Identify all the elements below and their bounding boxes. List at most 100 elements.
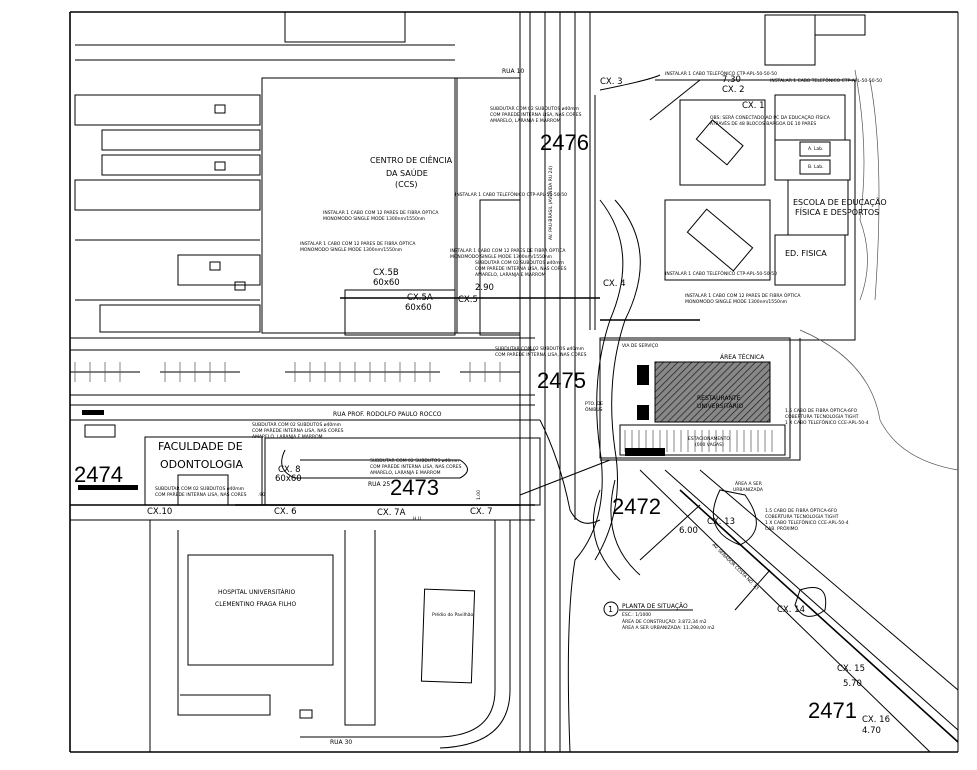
restaurante-complex bbox=[599, 337, 801, 461]
svg-text:2.90: 2.90 bbox=[475, 283, 494, 293]
svg-text:MONOMODO SINGLE MODE 1300nm/15: MONOMODO SINGLE MODE 1300nm/1550nm bbox=[450, 254, 552, 260]
svg-text:COM PAREDE INTERNA LISA, NAS C: COM PAREDE INTERNA LISA, NAS CORES bbox=[252, 428, 344, 434]
svg-text:MONOMODO SINGLE MODE 1300nm/15: MONOMODO SINGLE MODE 1300nm/1550nm bbox=[323, 216, 425, 222]
svg-text:ÁREA TÉCNICA: ÁREA TÉCNICA bbox=[720, 353, 765, 361]
svg-text:7.30: 7.30 bbox=[722, 75, 741, 85]
svg-text:A. Lab.: A. Lab. bbox=[808, 146, 823, 152]
svg-text:RESTAURANTE: RESTAURANTE bbox=[697, 395, 741, 402]
svg-text:RUA 25: RUA 25 bbox=[368, 481, 390, 488]
svg-text:COM PAREDE INTERNA LISA, NAS C: COM PAREDE INTERNA LISA, NAS CORES bbox=[490, 112, 582, 118]
svg-text:AV. PAU-BRASIL (AVENIDA RU 24): AV. PAU-BRASIL (AVENIDA RU 24) bbox=[548, 166, 554, 240]
road-band bbox=[70, 337, 540, 421]
lot-2474: 2474 bbox=[74, 462, 123, 487]
svg-text:ÁREA A SER URBANIZADA: 11.298,: ÁREA A SER URBANIZADA: 11.298,00 m2 bbox=[622, 624, 715, 631]
lot-2471: 2471 bbox=[808, 698, 857, 723]
svg-text:CLEMENTINO FRAGA FILHO: CLEMENTINO FRAGA FILHO bbox=[215, 601, 296, 608]
lot-numbers: 2476 2475 2474 2473 2472 2471 bbox=[74, 130, 857, 723]
hospital-block bbox=[149, 520, 511, 752]
svg-text:SUBDUTAR COM 02 SUBDUTOS ø40mm: SUBDUTAR COM 02 SUBDUTOS ø40mm bbox=[370, 458, 459, 464]
svg-text:6.00: 6.00 bbox=[679, 526, 698, 536]
svg-text:DA SAÚDE: DA SAÚDE bbox=[386, 167, 428, 178]
svg-text:COM PAREDE INTERNA LISA, NAS C: COM PAREDE INTERNA LISA, NAS CORES bbox=[475, 266, 567, 272]
svg-text:SUBDUTAR COM 02 SUBDUTOS ø40mm: SUBDUTAR COM 02 SUBDUTOS ø40mm bbox=[475, 260, 564, 266]
svg-text:INSTALAR 1 CABO TELEFÔNICO CTP: INSTALAR 1 CABO TELEFÔNICO CTP-APL-50-50… bbox=[665, 270, 777, 277]
svg-text:CX. 1: CX. 1 bbox=[742, 101, 765, 111]
svg-text:ESC.: 1/1000: ESC.: 1/1000 bbox=[622, 612, 651, 618]
svg-text:ÁREA DE CONSTRUÇÃO: 3.872,34 m: ÁREA DE CONSTRUÇÃO: 3.872,34 m2 bbox=[622, 618, 707, 625]
svg-text:CX. 14: CX. 14 bbox=[777, 605, 805, 615]
svg-text:SUBDUTAR COM 02 SUBDUTOS ø40mm: SUBDUTAR COM 02 SUBDUTOS ø40mm bbox=[490, 106, 579, 112]
svg-text:H.U.: H.U. bbox=[413, 516, 422, 522]
svg-text:AMARELO, LARANJA E MARROM: AMARELO, LARANJA E MARROM bbox=[490, 118, 561, 124]
svg-text:INSTALAR 1 CABO COM 12 PARES D: INSTALAR 1 CABO COM 12 PARES DE FIBRA ÓP… bbox=[685, 292, 801, 299]
svg-text:FACULDADE DE: FACULDADE DE bbox=[158, 440, 243, 453]
ccs-complex bbox=[74, 11, 521, 336]
svg-text:1 X CABO TELEFÔNICO CCE-APL-50: 1 X CABO TELEFÔNICO CCE-APL-50-4 bbox=[785, 419, 869, 426]
lot-2473: 2473 bbox=[390, 475, 439, 500]
svg-text:Prédio do Pavilhão: Prédio do Pavilhão bbox=[432, 611, 474, 618]
svg-text:CX. 16: CX. 16 bbox=[862, 715, 890, 725]
svg-text:INSTALAR 1 CABO TELEFÔNICO CTP: INSTALAR 1 CABO TELEFÔNICO CTP-APL-50-50… bbox=[770, 77, 882, 84]
svg-text:CX. 8: CX. 8 bbox=[278, 465, 301, 475]
svg-text:ED. FISICA: ED. FISICA bbox=[785, 249, 827, 258]
svg-text:COBERTURA TECNOLOGIA TIGHT: COBERTURA TECNOLOGIA TIGHT bbox=[785, 414, 859, 420]
svg-text:CX. 7: CX. 7 bbox=[470, 507, 493, 517]
svg-text:SUBDUTAR COM 02 SUBDUTOS ø40mm: SUBDUTAR COM 02 SUBDUTOS ø40mm bbox=[155, 486, 244, 492]
title-block: 1 PLANTA DE SITUAÇÃO ESC.: 1/1000 ÁREA D… bbox=[603, 601, 715, 631]
svg-text:ATRAVÉS DE 48 BLOCOS BARGOA DE: ATRAVÉS DE 48 BLOCOS BARGOA DE 10 PARES bbox=[710, 119, 816, 127]
svg-text:.90: .90 bbox=[258, 492, 265, 498]
svg-text:INSTALAR 1 CABO COM 12 PARES D: INSTALAR 1 CABO COM 12 PARES DE FIBRA ÓP… bbox=[450, 247, 566, 254]
svg-text:COM PAREDE INTERNA LISA, NAS C: COM PAREDE INTERNA LISA, NAS CORES bbox=[370, 464, 462, 470]
svg-text:RUA 10: RUA 10 bbox=[502, 68, 524, 75]
svg-text:1 X CABO TELEFÔNICO CCE-APL-50: 1 X CABO TELEFÔNICO CCE-APL-50-4 bbox=[765, 519, 849, 526]
svg-text:B. Lab.: B. Lab. bbox=[808, 164, 824, 170]
svg-text:CX. 7A: CX. 7A bbox=[377, 508, 406, 518]
svg-text:RUA PROF. RODOLFO PAULO ROCCO: RUA PROF. RODOLFO PAULO ROCCO bbox=[333, 411, 442, 418]
svg-text:INSTALAR 1 CABO COM 12 PARES D: INSTALAR 1 CABO COM 12 PARES DE FIBRA ÓP… bbox=[323, 209, 439, 216]
elevation-labels: 7.30 2.90 6.00 5.70 4.70 .90 1.00 bbox=[258, 75, 881, 736]
lot-2472: 2472 bbox=[612, 494, 661, 519]
cable-route bbox=[235, 79, 701, 506]
lot-2475: 2475 bbox=[537, 368, 586, 393]
annotation-notes: SUBDUTAR COM 02 SUBDUTOS ø40mm COM PARED… bbox=[155, 70, 882, 532]
svg-text:(CCS): (CCS) bbox=[395, 180, 418, 189]
svg-text:CX. 15: CX. 15 bbox=[837, 664, 865, 674]
svg-text:MONOMODO SINGLE MODE 1300nm/15: MONOMODO SINGLE MODE 1300nm/1550nm bbox=[685, 299, 787, 305]
svg-text:CX. 4: CX. 4 bbox=[603, 279, 626, 289]
svg-text:INSTALAR 1 CABO TELEFÔNICO CTP: INSTALAR 1 CABO TELEFÔNICO CTP-APL-50-50… bbox=[665, 70, 777, 77]
svg-text:1.5 CABO DE FIBRA ÓPTICA-6FO: 1.5 CABO DE FIBRA ÓPTICA-6FO bbox=[785, 407, 858, 414]
svg-text:1.5 CABO DE FIBRA ÓPTICA-6FO: 1.5 CABO DE FIBRA ÓPTICA-6FO bbox=[765, 507, 838, 514]
eefd-complex bbox=[600, 14, 880, 341]
svg-text:INSTALAR 1 CABO TELEFÔNICO CTP: INSTALAR 1 CABO TELEFÔNICO CTP-APL-50-50… bbox=[455, 191, 567, 198]
svg-text:FÍSICA E DESPORTOS: FÍSICA E DESPORTOS bbox=[795, 206, 879, 217]
svg-text:COM PAREDE INTERNA LISA, NAS C: COM PAREDE INTERNA LISA, NAS CORES bbox=[495, 352, 587, 358]
svg-text:ESCOLA DE EDUCAÇÃO: ESCOLA DE EDUCAÇÃO bbox=[793, 197, 887, 207]
svg-text:AMARELO, LARANJA E MARROM: AMARELO, LARANJA E MARROM bbox=[252, 434, 323, 440]
svg-text:AMARELO, LARANJA E MARROM: AMARELO, LARANJA E MARROM bbox=[475, 272, 546, 278]
svg-text:CAB. PRÓXIMO: CAB. PRÓXIMO bbox=[765, 525, 799, 532]
svg-text:MONOMODO SINGLE MODE 1300nm/15: MONOMODO SINGLE MODE 1300nm/1550nm bbox=[300, 247, 402, 253]
svg-text:VIA DE SERVIÇO: VIA DE SERVIÇO bbox=[622, 343, 659, 349]
svg-text:CX.10: CX.10 bbox=[147, 507, 172, 517]
svg-text:ÔNIBUS: ÔNIBUS bbox=[585, 406, 603, 413]
svg-text:4.70: 4.70 bbox=[862, 726, 881, 736]
svg-text:INSTALAR 1 CABO COM 12 PARES D: INSTALAR 1 CABO COM 12 PARES DE FIBRA ÓP… bbox=[300, 240, 416, 247]
svg-text:SUBDUTAR COM 02 SUBDUTOS ø40mm: SUBDUTAR COM 02 SUBDUTOS ø40mm bbox=[252, 422, 341, 428]
svg-text:PTO. DE: PTO. DE bbox=[585, 401, 603, 407]
svg-text:1.00: 1.00 bbox=[476, 490, 482, 500]
svg-text:URBANIZADA: URBANIZADA bbox=[733, 487, 764, 493]
svg-text:CX.5B: CX.5B bbox=[373, 268, 399, 278]
svg-text:RUA 30: RUA 30 bbox=[330, 739, 352, 746]
cable-box-labels: CX. 1 CX. 2 CX. 3 CX. 4 CX.5 CX.5A 60x60… bbox=[147, 77, 890, 725]
svg-text:60x60: 60x60 bbox=[275, 474, 302, 484]
svg-text:AMARELO, LARANJA E MARROM: AMARELO, LARANJA E MARROM bbox=[370, 470, 441, 476]
diagonal-avenue bbox=[592, 329, 959, 753]
svg-text:HOSPITAL UNIVERSITÁRIO: HOSPITAL UNIVERSITÁRIO bbox=[218, 589, 296, 596]
svg-text:AV. SENADOR COSTA NO. 13: AV. SENADOR COSTA NO. 13 bbox=[711, 542, 760, 591]
drawing-title: PLANTA DE SITUAÇÃO bbox=[622, 603, 688, 610]
svg-text:COM PAREDE INTERNA LISA, NAS C: COM PAREDE INTERNA LISA, NAS CORES bbox=[155, 492, 247, 498]
svg-text:CX. 3: CX. 3 bbox=[600, 77, 623, 87]
svg-text:60x60: 60x60 bbox=[373, 278, 400, 288]
svg-text:COBERTURA TECNOLOGIA TIGHT: COBERTURA TECNOLOGIA TIGHT bbox=[765, 514, 839, 520]
